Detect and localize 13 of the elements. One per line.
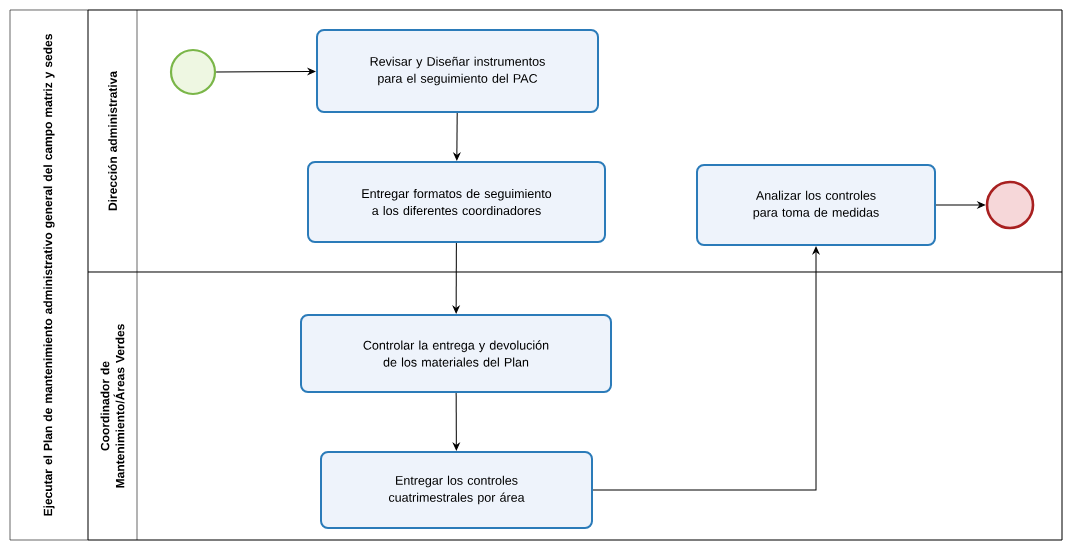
task-box: Controlar la entrega y devolución de los materiales del Plan [300, 314, 612, 393]
arrow [453, 392, 460, 451]
task-box: Analizar los controles para toma de medidas [696, 164, 936, 246]
arrow [452, 242, 460, 314]
task-box: Revisar y Diseñar instrumentos para el seguimiento del PAC [316, 29, 599, 113]
end-event-circle [985, 180, 1035, 230]
task-box: Entregar formatos de seguimiento a los diferentes coordinadores [307, 161, 606, 243]
arrow [453, 112, 461, 161]
start-event-circle [169, 48, 217, 96]
arrow [935, 201, 985, 209]
task-box: Entregar los controles cuatrimestrales por área [320, 451, 593, 529]
arrow [215, 68, 316, 75]
arrow [592, 246, 820, 491]
